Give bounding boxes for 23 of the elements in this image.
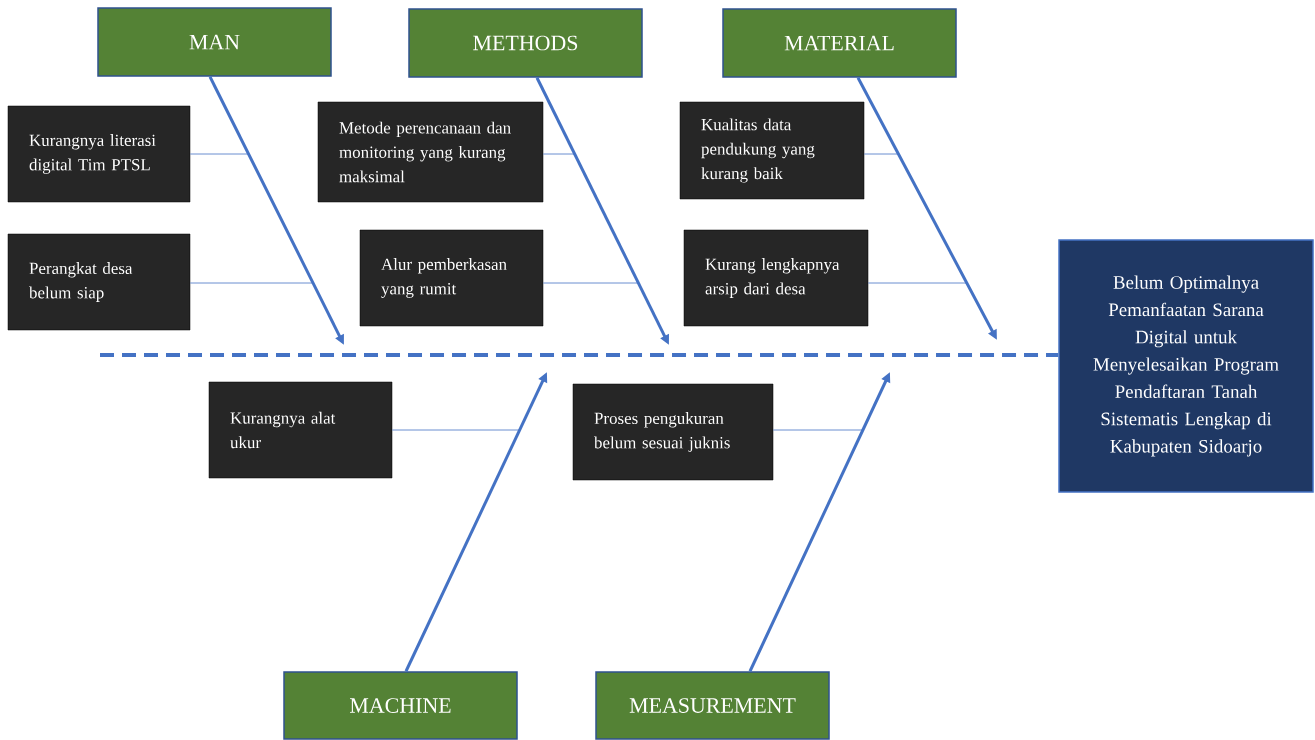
category-box: METHODS: [408, 8, 643, 78]
cause-box: Proses pengukuran belum sesuai juknis: [572, 383, 774, 481]
connector-line: [867, 282, 968, 284]
problem-box: Belum Optimalnya Pemanfaatan Sarana Digital untuk Menyelesaikan Program Pendaftaran Tanah Sistematis Lengkap di Kabupaten Sidoarjo: [1058, 239, 1314, 493]
connector-line: [863, 153, 900, 155]
connector-line: [189, 153, 250, 155]
cause-box: Perangkat desa belum siap: [7, 233, 191, 331]
cause-box: Kurangnya alat ukur: [208, 381, 393, 479]
spine-line: [100, 353, 1059, 357]
cause-box: Kurang lengkapnya arsip dari desa: [683, 229, 869, 327]
connector-line: [391, 429, 521, 431]
connector-line: [542, 282, 639, 284]
cause-box: Kualitas data pendukung yang kurang baik: [679, 101, 865, 200]
cause-box: Kurangnya literasi digital Tim PTSL: [7, 105, 191, 203]
category-box: MAN: [97, 7, 332, 77]
cause-box: Alur pemberkasan yang rumit: [359, 229, 544, 327]
category-box: MACHINE: [283, 671, 518, 740]
connector-line: [189, 282, 314, 284]
cause-box: Metode perencanaan dan monitoring yang kurang maksimal: [317, 101, 544, 203]
category-box: MEASUREMENT: [595, 671, 830, 740]
connector-line: [772, 429, 864, 431]
connector-line: [542, 153, 576, 155]
category-box: MATERIAL: [722, 8, 957, 78]
